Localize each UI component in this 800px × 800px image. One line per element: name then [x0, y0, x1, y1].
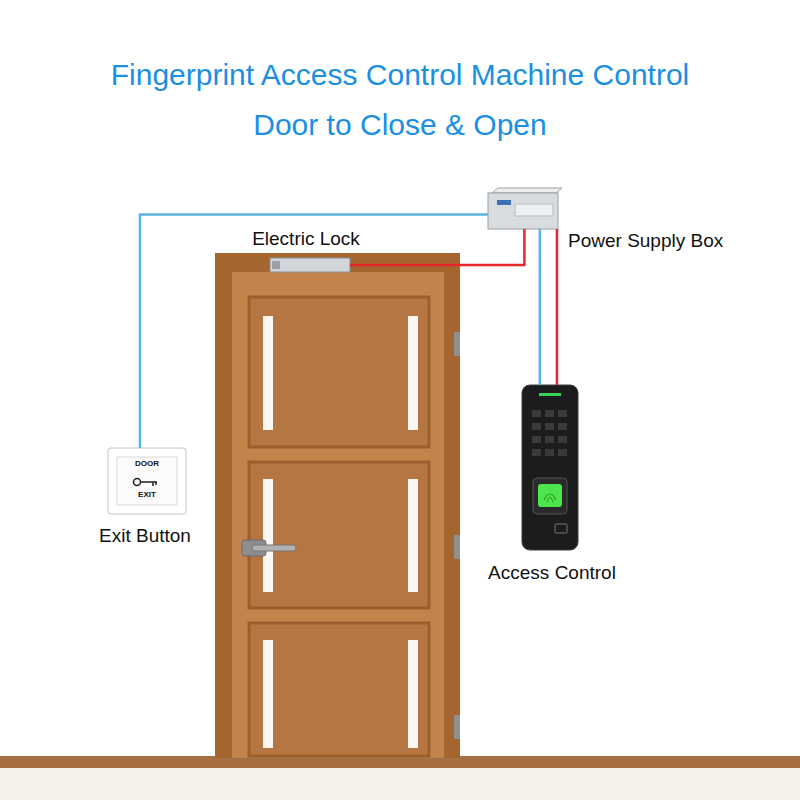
- key: [558, 410, 567, 417]
- key-symbol: [134, 479, 141, 486]
- hinge: [454, 715, 460, 739]
- power-box-badge: [497, 200, 511, 205]
- key: [545, 436, 554, 443]
- door-leaf: [232, 272, 444, 758]
- door-frame: [215, 253, 460, 758]
- wire: [539, 229, 542, 385]
- hinge: [454, 535, 460, 559]
- key: [532, 436, 541, 443]
- hinge: [454, 332, 460, 356]
- access-control-device: [522, 385, 578, 550]
- status-light: [539, 393, 561, 396]
- button-legend: DOOR: [135, 459, 159, 468]
- door-slit: [263, 479, 273, 592]
- key: [545, 423, 554, 430]
- key: [532, 449, 541, 456]
- exit-button: DOOREXITExit Button: [108, 448, 186, 514]
- node-label: Exit Button: [99, 525, 191, 547]
- title: Fingerprint Access Control Machine Contr…: [110, 50, 690, 150]
- key: [558, 449, 567, 456]
- key: [545, 449, 554, 456]
- lock-end: [272, 261, 280, 269]
- key: [558, 436, 567, 443]
- card-symbol: [555, 524, 567, 533]
- exit-button-key: [117, 457, 177, 505]
- power-box-plate: [515, 204, 553, 216]
- door-slit: [408, 479, 418, 592]
- door-panel: [249, 462, 429, 608]
- keypad: [532, 410, 567, 456]
- exit-button-plate: [108, 448, 186, 514]
- key: [558, 423, 567, 430]
- electric-lock: [270, 258, 350, 272]
- door-panel: [249, 297, 429, 447]
- door-panel: [249, 623, 429, 756]
- sensor-housing: [533, 478, 567, 514]
- node-label: Electric Lock: [252, 228, 360, 250]
- fingerprint-lines: [544, 494, 556, 502]
- node-label: Access Control: [488, 562, 616, 584]
- electric-lock: Electric Lock: [270, 258, 350, 272]
- key-symbol: [141, 482, 158, 486]
- floor: [0, 768, 800, 800]
- power-supply-box: [488, 193, 558, 229]
- door-slit: [408, 640, 418, 748]
- fingerprint-sensor: [538, 484, 562, 507]
- handle-lever: [252, 545, 296, 551]
- access-control: Access Control: [522, 385, 578, 550]
- key: [532, 410, 541, 417]
- door-slit: [263, 316, 273, 430]
- door-slit: [408, 316, 418, 430]
- wire: [140, 215, 488, 448]
- wire: [556, 229, 559, 385]
- key: [545, 410, 554, 417]
- door-slit: [263, 640, 273, 748]
- wire: [350, 229, 524, 265]
- key: [532, 423, 541, 430]
- power-supply-box: Power Supply Box: [488, 193, 558, 229]
- button-legend: EXIT: [138, 490, 156, 499]
- power-box-top: [492, 188, 562, 193]
- node-label: Power Supply Box: [568, 230, 723, 252]
